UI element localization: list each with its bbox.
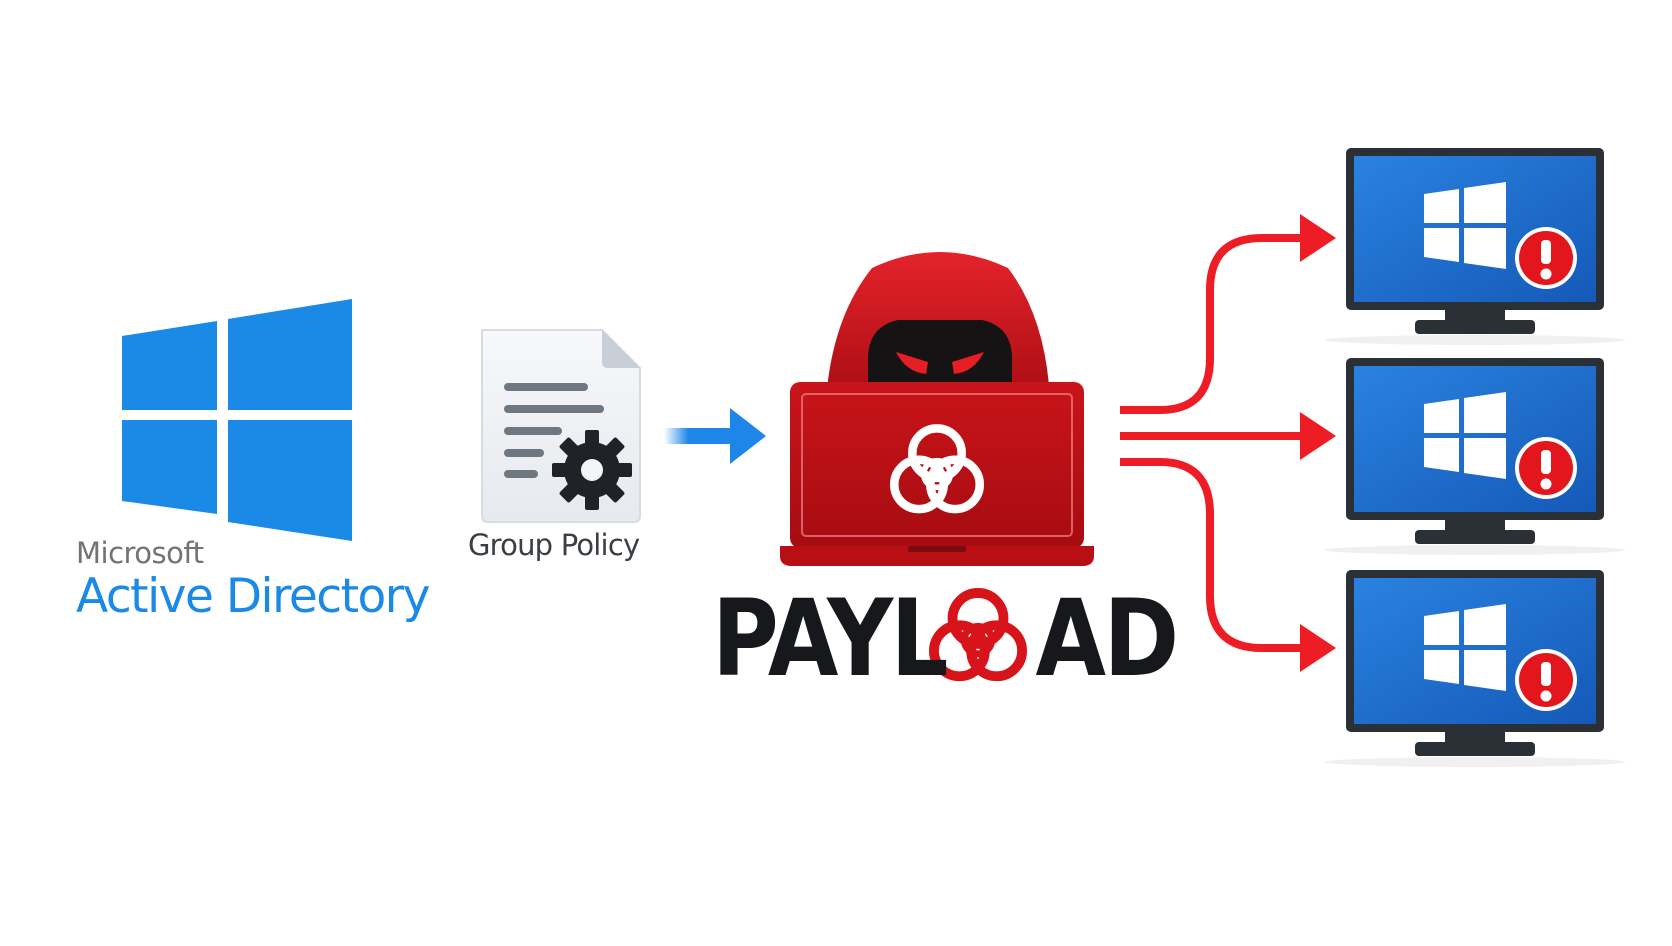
vendor-name: Microsoft	[76, 536, 204, 570]
group-policy-label: Group Policy	[468, 528, 640, 562]
policy-document-gear-icon	[481, 329, 641, 523]
active-directory-label: Microsoft Active Directory	[76, 536, 430, 624]
payload-title: PAYL AD	[712, 577, 1179, 700]
windows-monitor-icon	[1325, 358, 1625, 555]
windows-monitor-icon	[1325, 570, 1625, 767]
payload-title-left: PAYL	[712, 577, 949, 700]
windows-monitor-icon	[1325, 148, 1625, 345]
windows-logo-icon	[122, 299, 352, 541]
flow-arrow-blue	[664, 408, 766, 464]
payload-title-right: AD	[1035, 577, 1179, 700]
product-name: Active Directory	[76, 569, 430, 624]
gear-icon	[552, 430, 632, 510]
infected-laptop-icon	[780, 382, 1094, 566]
arrowheads-red	[1300, 214, 1336, 672]
hooded-hacker-icon	[826, 252, 1050, 400]
payload-letter-gap	[946, 634, 1035, 644]
flow-arrows-red	[1120, 234, 1306, 652]
